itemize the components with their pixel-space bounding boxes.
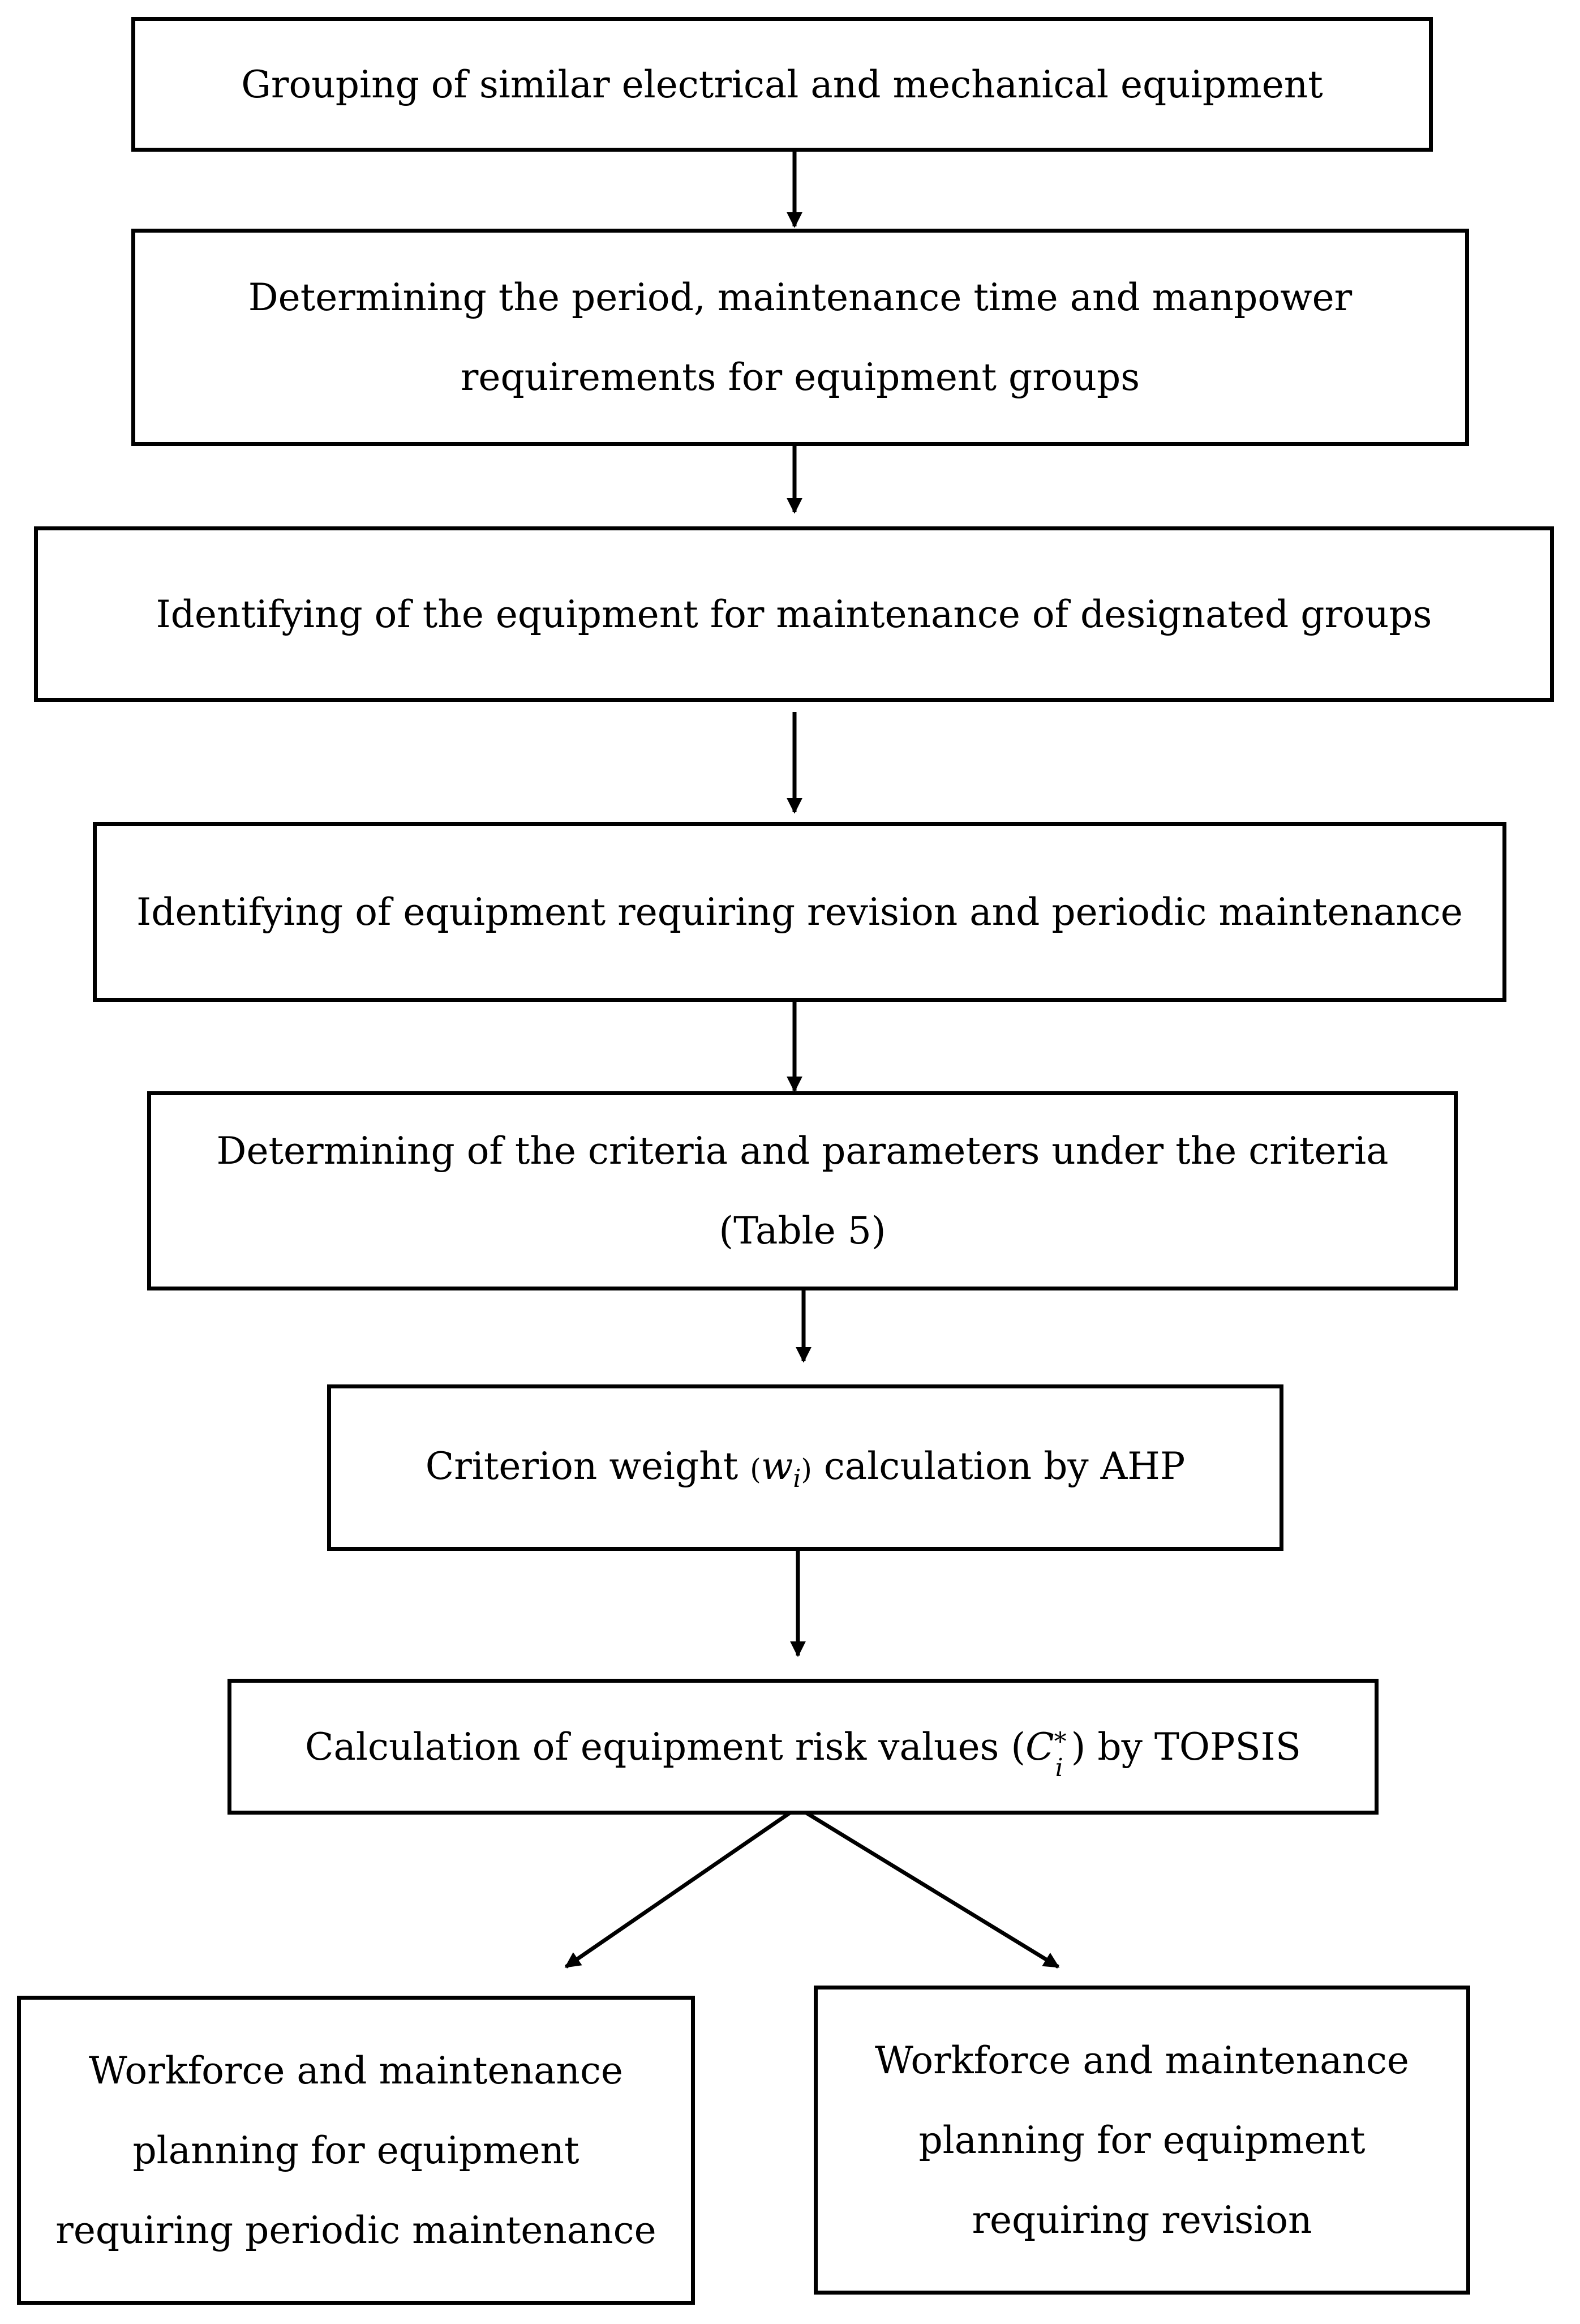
outcome-revision-planning-line-2: planning for equipment	[918, 2118, 1366, 2162]
criterion-weight-close-paren: )	[801, 1452, 812, 1486]
step-identifying-revision: Identifying of equipment requiring revis…	[93, 822, 1506, 1002]
step-grouping-text: Grouping of similar electrical and mecha…	[241, 62, 1323, 106]
step-identifying-groups: Identifying of the equipment for mainten…	[34, 526, 1554, 702]
step-determining-criteria: Determining of the criteria and paramete…	[147, 1091, 1458, 1290]
step-determining-criteria-line-2: (Table 5)	[719, 1209, 886, 1253]
step-identifying-revision-text: Identifying of equipment requiring revis…	[136, 890, 1463, 934]
outcome-periodic-planning-line-3: requiring periodic maintenance	[55, 2208, 656, 2252]
criterion-weight-open-paren: (	[750, 1452, 761, 1486]
outcome-periodic-planning: Workforce and maintenance planning for e…	[17, 1996, 695, 2305]
step-determining-period-line-1: Determining the period, maintenance time…	[248, 276, 1353, 319]
outcome-revision-planning-line-1: Workforce and maintenance	[875, 2038, 1409, 2082]
outcome-revision-planning-line-3: requiring revision	[972, 2198, 1312, 2242]
step-identifying-groups-text: Identifying of the equipment for mainten…	[156, 592, 1432, 636]
step-determining-period: Determining the period, maintenance time…	[131, 229, 1469, 446]
step-topsis-text: Calculation of equipment risk values (C*…	[305, 1725, 1301, 1782]
outcome-revision-planning: Workforce and maintenance planning for e…	[814, 1986, 1470, 2295]
criterion-weight-symbol: w	[761, 1444, 793, 1488]
criterion-weight-prefix: Criterion weight	[425, 1444, 750, 1488]
criterion-weight-subscript: i	[793, 1464, 801, 1493]
arrow-branch-left	[564, 1810, 793, 1969]
topsis-symbol: C	[1025, 1725, 1054, 1769]
criterion-weight-suffix: calculation by AHP	[812, 1444, 1186, 1488]
arrow-branch-right	[802, 1810, 1060, 1969]
step-criterion-weight: Criterion weight (wi) calculation by AHP	[327, 1384, 1283, 1551]
step-determining-criteria-line-1: Determining of the criteria and paramete…	[216, 1129, 1389, 1173]
step-grouping: Grouping of similar electrical and mecha…	[131, 17, 1433, 152]
step-criterion-weight-text: Criterion weight (wi) calculation by AHP	[426, 1426, 1185, 1510]
step-topsis: Calculation of equipment risk values (C*…	[227, 1679, 1379, 1815]
outcome-periodic-planning-line-1: Workforce and maintenance	[89, 2048, 623, 2093]
step-determining-period-line-2: requirements for equipment groups	[460, 355, 1140, 399]
topsis-prefix: Calculation of equipment risk values (	[305, 1725, 1026, 1769]
outcome-periodic-planning-line-2: planning for equipment	[132, 2128, 579, 2172]
topsis-suffix: ) by TOPSIS	[1071, 1725, 1301, 1769]
